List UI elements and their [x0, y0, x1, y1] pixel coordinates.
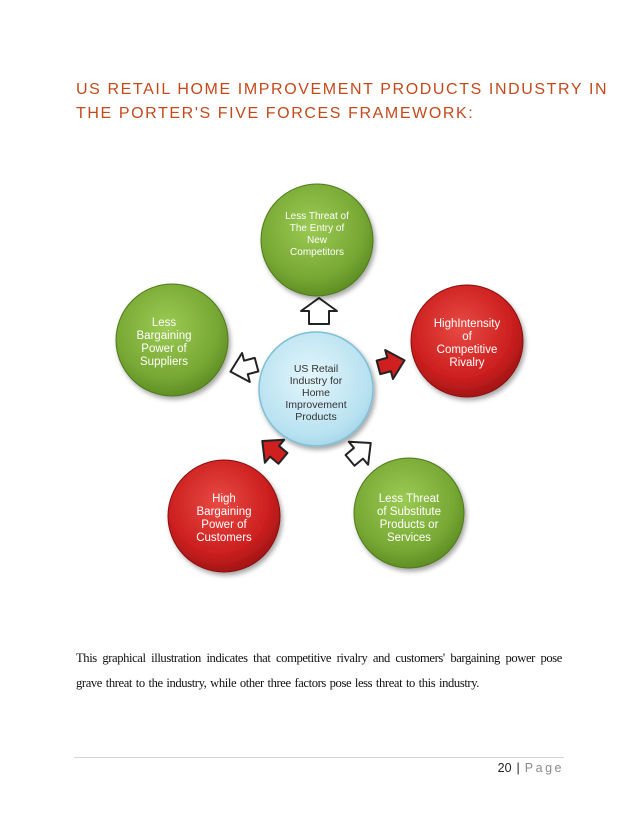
- label-line: Less Threat of: [285, 211, 349, 222]
- page-footer: 20 | Page: [498, 761, 564, 775]
- label-line: HighIntensity: [434, 318, 501, 330]
- arrow-to-customers: [261, 438, 289, 465]
- label-line: Power of: [141, 343, 187, 355]
- label-line: US Retail: [294, 363, 338, 375]
- label-line: Products: [295, 411, 336, 423]
- label-line: Less Threat: [379, 493, 440, 505]
- label-line: Power of: [201, 519, 247, 531]
- label-line: Competitors: [290, 247, 344, 258]
- body-paragraph: This graphical illustration indicates th…: [76, 651, 562, 690]
- heading-line-2: the Porter's Five Forces Framework:: [76, 105, 475, 122]
- label-line: of: [462, 331, 472, 343]
- footer-separator: |: [516, 761, 520, 775]
- label-line: Services: [387, 532, 431, 544]
- label-line: New: [307, 235, 328, 246]
- arrow-to-new-entrants: [300, 297, 338, 325]
- label-line: Home: [302, 387, 330, 399]
- label-line: Rivalry: [449, 357, 484, 369]
- label-line: Competitive: [437, 344, 498, 356]
- label-line: of Substitute: [377, 506, 441, 518]
- label-line: Bargaining: [197, 506, 252, 518]
- label-line: Bargaining: [137, 330, 192, 342]
- label-line: High: [212, 493, 236, 505]
- label-line: Less: [152, 317, 177, 329]
- label-line: Products or: [380, 519, 439, 531]
- page-number: 20: [497, 761, 512, 775]
- footer-divider: [74, 757, 564, 758]
- arrow-to-rivalry: [375, 349, 406, 381]
- arrow-to-suppliers: [229, 351, 260, 383]
- label-line: Customers: [196, 532, 252, 544]
- page-label: Page: [524, 761, 564, 775]
- heading-line-1: US Retail Home Improvement Products Indu…: [76, 81, 609, 98]
- label-line: The Entry of: [290, 223, 345, 234]
- arrow-to-substitutes: [344, 440, 372, 467]
- page-heading: US Retail Home Improvement Products Indu…: [76, 78, 609, 126]
- label-line: Industry for: [290, 375, 343, 387]
- label-line: Improvement: [285, 399, 346, 411]
- label-line: Suppliers: [140, 356, 188, 368]
